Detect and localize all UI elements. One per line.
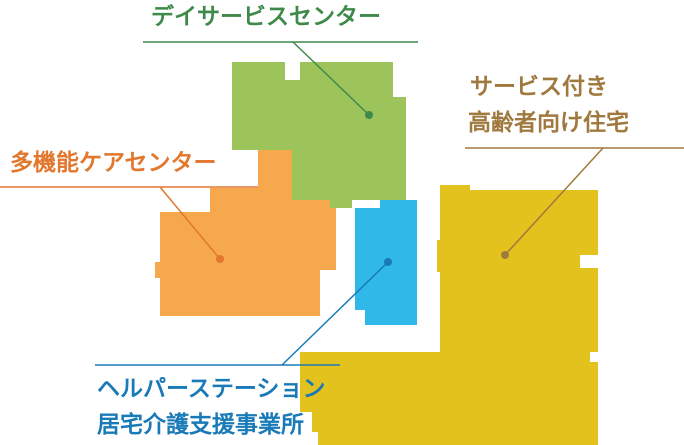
helper-station-dot	[384, 258, 392, 266]
day-service-dot	[365, 111, 373, 119]
service-housing-dot	[501, 251, 509, 259]
day-service-leader	[292, 41, 370, 116]
multi-function-dot	[216, 255, 224, 263]
helper-station-label-line2: 居宅介護支援事業所	[97, 412, 304, 438]
multi-function-label: 多機能ケアセンター	[10, 150, 217, 176]
helper-station-label-line1: ヘルパーステーション	[97, 376, 326, 402]
service-housing-area	[300, 185, 598, 445]
service-housing-label-line2: 高齢者向け住宅	[468, 110, 629, 136]
service-housing-label-line1: サービス付き	[470, 74, 608, 100]
service-housing-leader	[504, 147, 604, 256]
multi-function-area	[155, 150, 336, 316]
multi-function-leader	[159, 186, 221, 260]
helper-station-leader	[281, 261, 389, 366]
day-service-label: デイサービスセンター	[151, 4, 381, 30]
